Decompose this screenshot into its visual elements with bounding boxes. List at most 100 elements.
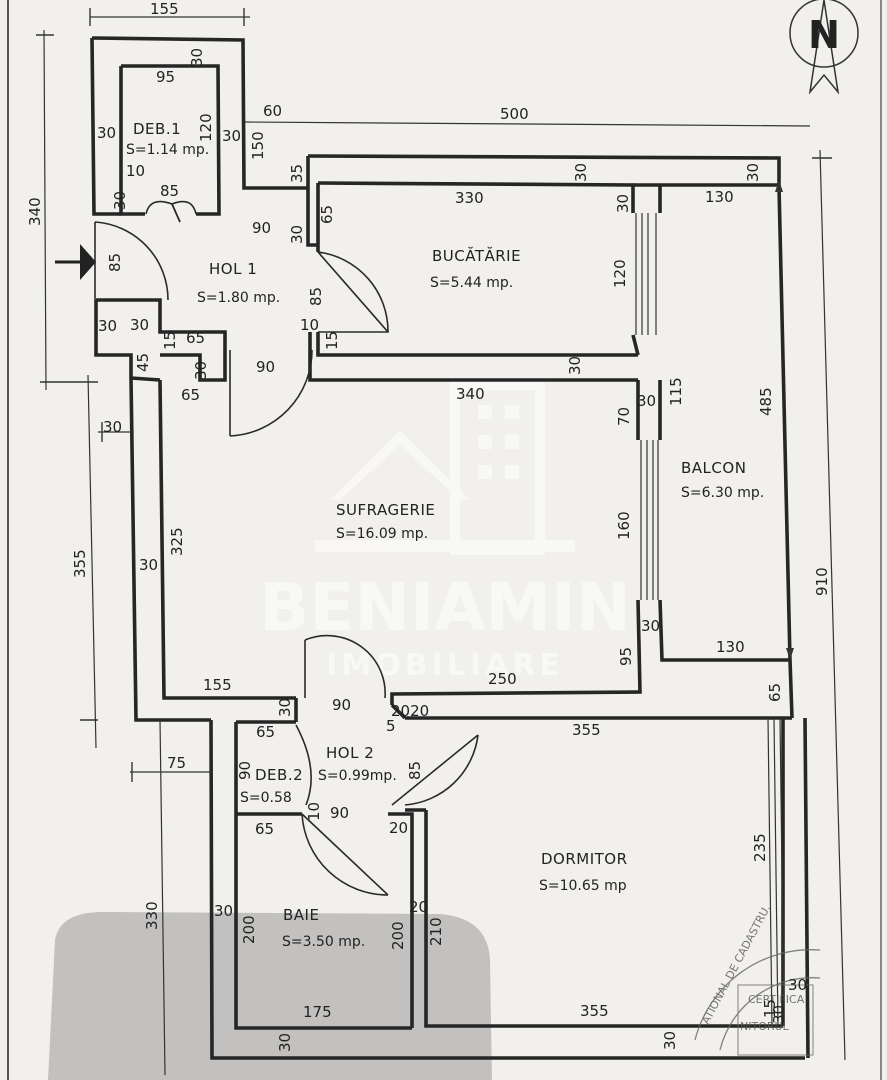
dimension-labels: 155 30 95 30 120 30 150 60 500 10 85 30 … [26,0,831,1052]
dim-label: 45 [134,353,152,372]
dim-label: 175 [303,1003,332,1021]
dim-label: 30 [103,418,122,436]
dim-label: 150 [249,131,267,160]
shadow-smudge [48,911,492,1080]
dim-label: 160 [615,511,633,540]
dim-label: 65 [256,723,275,741]
room-name: HOL 2 [326,744,374,762]
room-area: S=0.58 [240,790,292,806]
dim-label: 130 [716,638,745,656]
windows [635,213,785,1027]
dim-label: 30 [641,617,660,635]
dim-label: 235 [751,833,769,862]
stamp-line: NITORUL [740,1020,790,1033]
north-label: N [808,13,840,57]
dim-label: 15 [161,331,179,350]
dim-label: 30 [661,1031,679,1050]
dim-label: 15 [761,999,779,1018]
watermark-sub: IMOBILIARE [326,648,564,683]
dim-label: 20 [409,898,428,916]
dim-label: 120 [611,259,629,288]
room-area: S=16.09 mp. [336,526,428,542]
room-name: DORMITOR [541,850,628,868]
dim-label: 15 [323,331,341,350]
room-name: DEB.2 [255,766,303,784]
room-area: S=3.50 mp. [282,934,365,950]
dim-label: 30 [566,356,584,375]
dimension-lines [36,8,846,1076]
room-area: S=10.65 mp [539,878,627,894]
dim-label: 30 [276,698,294,717]
dim-label: 330 [455,189,484,207]
dim-label: 115 [667,377,685,406]
north-arrow-icon: N [789,0,859,95]
room-name: HOL 1 [209,260,257,278]
dim-label: 2020 [391,702,429,720]
dim-label: 85 [160,182,179,200]
dim-label: 95 [156,68,175,86]
dim-label: 325 [168,527,186,556]
dim-label: 65 [181,386,200,404]
dim-label: 90 [252,219,271,237]
dim-label: 65 [255,820,274,838]
entrance-arrow-icon [55,244,96,280]
dim-label: 120 [197,113,215,142]
watermark-logo [315,380,575,555]
dim-label: 485 [757,387,775,416]
dim-label: 340 [456,385,485,403]
dim-label: 30 [222,127,241,145]
room-name: SUFRAGERIE [336,501,435,519]
room-area: S=1.14 mp. [126,142,209,158]
dim-label: 5 [386,717,396,735]
room-area: S=5.44 mp. [430,275,513,291]
dim-label: 30 [288,225,306,244]
dim-label: 10 [300,316,319,334]
dim-label: 155 [203,676,232,694]
room-name: BUCĂTĂRIE [432,246,521,265]
dim-label: 30 [139,556,158,574]
dim-label: 200 [240,915,258,944]
dim-label: 10 [126,162,145,180]
dim-label: 70 [615,407,633,426]
watermark-brand: BENIAMIN [259,569,631,646]
dim-label: 355 [71,549,89,578]
dim-label: 30 [97,124,116,142]
dim-label: 30 [111,191,129,210]
doors [94,200,479,896]
dim-label: 500 [500,105,529,123]
dim-label: 30 [788,976,807,994]
dim-label: 65 [766,683,784,702]
dim-label: 30 [614,194,632,213]
dim-label: 30 [130,316,149,334]
room-area: S=1.80 mp. [197,290,280,306]
dim-label: 90 [332,696,351,714]
dim-label: 210 [427,917,445,946]
room-name: BAIE [283,906,319,924]
dim-label: 10 [305,802,323,821]
dim-label: 20 [389,819,408,837]
dim-label: 355 [580,1002,609,1020]
dim-label: 95 [617,647,635,666]
dim-label: 30 [188,48,206,67]
dim-label: 30 [637,392,656,410]
dim-label: 75 [167,754,186,772]
dim-label: 85 [106,253,124,272]
room-name: DEB.1 [133,120,181,138]
dim-label: 60 [263,102,282,120]
dim-label: 200 [389,921,407,950]
dim-label: 30 [98,317,117,335]
dim-label: 130 [705,188,734,206]
room-area: S=6.30 mp. [681,485,764,501]
dim-label: 90 [256,358,275,376]
stamp-line: CERTIFICA [748,993,805,1006]
dim-label: 340 [26,197,44,226]
dim-label: 30 [214,902,233,920]
dim-label: 35 [288,164,306,183]
dim-label: 30 [770,1005,788,1024]
dim-label: 65 [186,329,205,347]
dim-label: 85 [307,287,325,306]
dim-label: 30 [192,361,210,380]
room-labels: DEB.1 S=1.14 mp. HOL 1 S=1.80 mp. BUCĂTĂ… [126,120,764,950]
